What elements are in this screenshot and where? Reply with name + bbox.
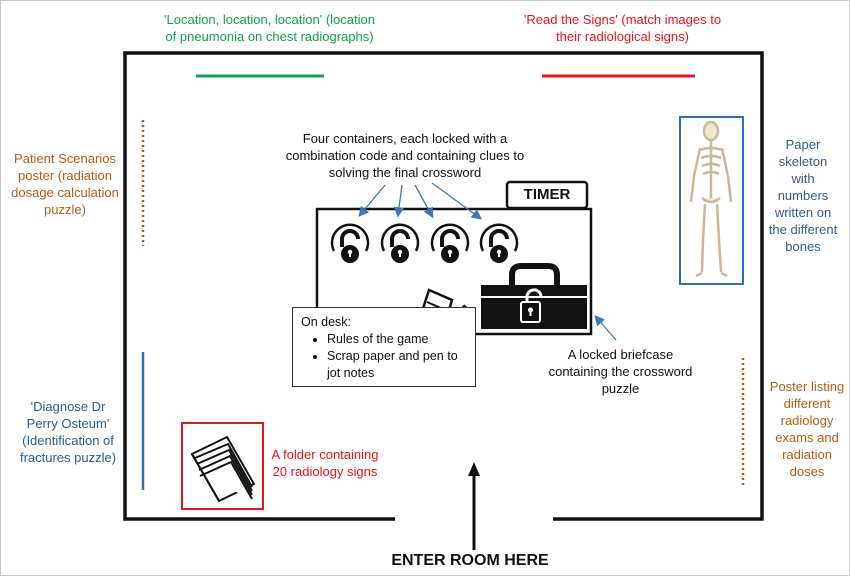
entry-arrow-icon: [468, 462, 480, 550]
briefcase-icon: [481, 263, 587, 329]
room-wall-outline: [123, 51, 764, 521]
arrow-to-container-4: [431, 182, 483, 220]
label-folder: A folder containing 20 radiology signs: [271, 447, 379, 479]
arrow-to-container-2: [393, 184, 405, 218]
desk-items: Rules of the game Scrap paper and pen to…: [301, 331, 467, 382]
timer-box: [505, 180, 589, 210]
arrow-to-briefcase: [594, 315, 617, 341]
skeleton-icon: [689, 120, 733, 278]
padlock-icon: [479, 223, 519, 263]
desk-note: On desk: Rules of the game Scrap paper a…: [292, 307, 476, 387]
entry-label: ENTER ROOM HERE: [391, 552, 549, 569]
label-patient-scenarios: Patient Scenarios poster (radiation dosa…: [11, 151, 119, 217]
folder-stack-icon: [190, 435, 256, 503]
label-four-containers: Four containers, each locked with a comb…: [285, 131, 525, 180]
padlock-icon: [430, 223, 470, 263]
padlock-icon: [380, 223, 420, 263]
label-radiation-poster: Poster listing different radiology exams…: [769, 379, 845, 479]
label-locked-briefcase: A locked briefcase containing the crossw…: [548, 347, 693, 396]
padlock-icon: [330, 223, 370, 263]
desk-item: Scrap paper and pen to jot notes: [327, 348, 467, 382]
label-location-puzzle: 'Location, location, location' (location…: [164, 12, 375, 44]
label-read-the-signs: 'Read the Signs' (match images to their …: [523, 12, 722, 44]
label-paper-skeleton: Paper skeleton with numbers written on t…: [768, 137, 838, 254]
arrow-to-container-3: [414, 184, 434, 219]
room-walls: [123, 51, 764, 521]
desk-item: Rules of the game: [327, 331, 467, 348]
desk-heading: On desk:: [301, 315, 352, 329]
arrow-to-container-1: [358, 184, 386, 217]
annotation-arrows: [358, 182, 617, 341]
label-diagnose-dr-perry: 'Diagnose Dr Perry Osteum' (Identificati…: [19, 399, 117, 465]
timer-label: TIMER: [523, 186, 571, 203]
